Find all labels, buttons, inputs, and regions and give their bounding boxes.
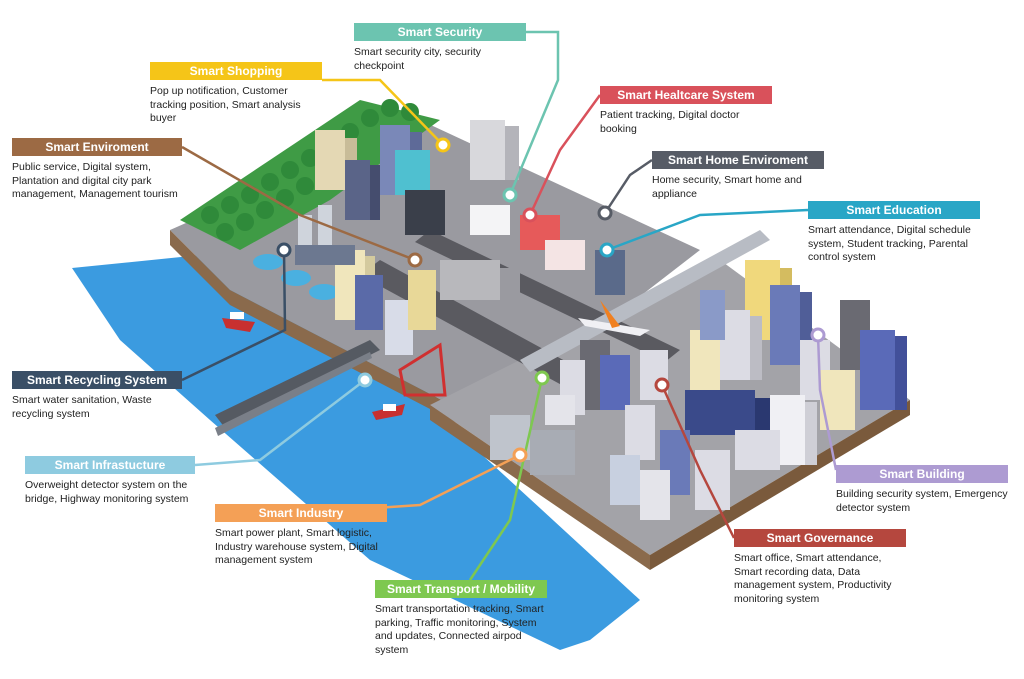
label-governance-description: Smart office, Smart attendance, Smart re…	[734, 552, 892, 605]
label-security-title: Smart Security	[354, 23, 526, 41]
label-shopping-title: Smart Shopping	[150, 62, 322, 80]
boat-1	[222, 318, 255, 332]
label-education-title: Smart Education	[808, 201, 980, 219]
label-infrastructure-description: Overweight detector system on the bridge…	[25, 479, 189, 505]
label-industry-description: Smart power plant, Smart logistic, Indus…	[215, 527, 378, 566]
label-building-title: Smart Building	[836, 465, 1008, 483]
bridge	[215, 340, 380, 428]
label-security-description: Smart security city, security checkpoint	[354, 46, 481, 72]
label-infrastructure-title: Smart Infrastucture	[25, 456, 195, 474]
label-governance-title: Smart Governance	[734, 529, 906, 547]
label-transport-title: Smart Transport / Mobility	[375, 580, 547, 598]
elevated-rail	[520, 230, 770, 372]
label-environment-title: Smart Enviroment	[12, 138, 182, 156]
river	[72, 250, 640, 650]
label-home-title: Smart Home Enviroment	[652, 151, 824, 169]
label-healthcare-description: Patient tracking, Digital doctor booking	[600, 109, 740, 135]
label-industry-title: Smart Industry	[215, 504, 387, 522]
label-shopping-description: Pop up notification, Customer tracking p…	[150, 85, 301, 124]
boat-2	[372, 404, 405, 420]
label-environment-description: Public service, Digital system, Plantati…	[12, 161, 178, 200]
label-home-description: Home security, Smart home and appliance	[652, 174, 802, 200]
label-recycling-description: Smart water sanitation, Waste recycling …	[12, 394, 152, 420]
label-healthcare-title: Smart Healtcare System	[600, 86, 772, 104]
crane	[398, 342, 447, 397]
label-transport-description: Smart transportation tracking, Smart par…	[375, 603, 544, 656]
label-recycling-title: Smart Recycling System	[12, 371, 182, 389]
label-education-description: Smart attendance, Digital schedule syste…	[808, 224, 971, 263]
label-building-description: Building security system, Emergency dete…	[836, 488, 1008, 514]
forest	[180, 100, 440, 250]
